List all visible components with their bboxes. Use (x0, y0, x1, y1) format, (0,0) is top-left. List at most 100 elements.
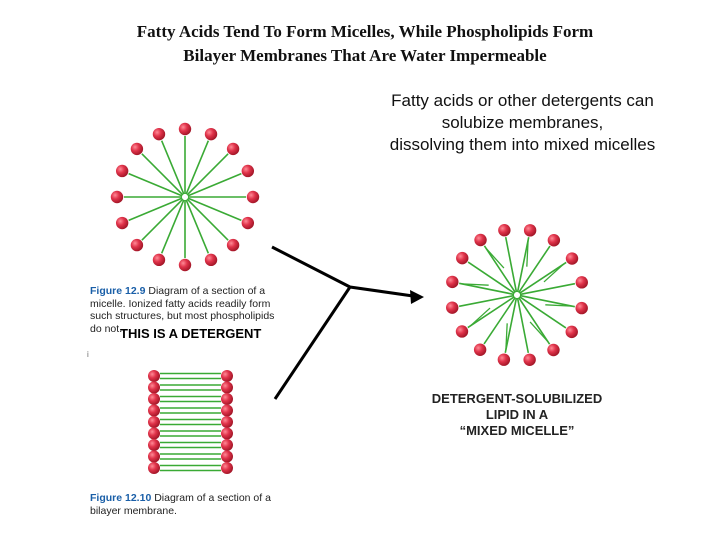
lipid-headgroup (497, 353, 511, 366)
fatty-acid-tail (516, 237, 530, 293)
fatty-acid-tail (469, 307, 491, 327)
lipid-headgroup (148, 393, 160, 405)
tiny-mark: i (87, 350, 89, 359)
lipid-headgroup (148, 381, 160, 394)
fatty-acid-tail (504, 236, 518, 293)
mixed-label-line-1: DETERGENT-SOLUBILIZED (431, 391, 603, 406)
fatty-acid-tail (529, 321, 549, 343)
lipid-headgroup (148, 439, 160, 451)
slide-title: Fatty Acids Tend To Form Micelles, While… (0, 20, 720, 68)
fig9-caption-line-2: micelle. Ionized fatty acids readily for… (90, 297, 271, 310)
lipid-headgroup (148, 370, 160, 382)
fatty-acid-tail (516, 297, 530, 354)
fatty-acid-tail (485, 247, 505, 269)
fatty-acid-tail (518, 245, 551, 293)
fatty-acid-tail (519, 282, 576, 296)
fatty-acid-tail (504, 297, 518, 353)
lipid-headgroup (148, 427, 160, 440)
fatty-acid-tail (128, 197, 183, 222)
lipid-headgroup (226, 142, 240, 156)
lipid-headgroup (130, 238, 144, 252)
fatty-acid-tail (543, 263, 565, 283)
mixed-label-line-3: “MIXED MICELLE” (459, 423, 575, 438)
lipid-headgroup (148, 416, 160, 428)
fatty-acid-tail (185, 140, 210, 195)
lipid-headgroup (115, 164, 129, 178)
lipid-headgroup (221, 370, 233, 382)
mixed-micelle-diagram (446, 224, 588, 366)
lipid-headgroup (226, 238, 240, 252)
lipid-headgroup (575, 301, 588, 315)
lipid-headgroup (152, 127, 166, 141)
lipid-headgroup (148, 450, 160, 463)
mixed-label-line-2: LIPID IN A (485, 407, 549, 422)
figure-12-10-caption: Figure 12.10 Diagram of a section of a b… (90, 492, 271, 517)
lipid-headgroup (221, 381, 233, 394)
fatty-acid-tail (141, 153, 184, 196)
title-line-1: Fatty Acids Tend To Form Micelles, While… (136, 22, 594, 41)
lipid-headgroup (152, 253, 166, 267)
mixed-micelle-label: DETERGENT-SOLUBILIZED LIPID IN A “MIXED … (400, 391, 634, 439)
lipid-headgroup (148, 404, 160, 417)
fatty-acid-tail (545, 304, 572, 307)
lipid-headgroup (498, 224, 511, 237)
detergent-label: THIS IS A DETERGENT (120, 326, 262, 341)
lipid-headgroup (246, 190, 260, 204)
description-line-2: solubize membranes, (441, 113, 604, 132)
fatty-acid-tail (517, 297, 551, 345)
lipid-headgroup (221, 404, 233, 417)
lipid-headgroup (204, 127, 218, 141)
lipid-headgroup (446, 275, 459, 289)
arrow-head (410, 290, 424, 304)
lipid-headgroup (221, 393, 233, 405)
fatty-acid-tail (186, 153, 229, 196)
figure-12-9-caption: Figure 12.9 Diagram of a section of a mi… (90, 285, 274, 335)
fatty-acid-tail (128, 172, 183, 197)
lipid-headgroup (130, 142, 144, 156)
figure-12-9-label: Figure 12.9 (90, 285, 146, 297)
fatty-acid-tail (462, 283, 489, 286)
lipid-headgroup (221, 462, 233, 474)
description-line-1: Fatty acids or other detergents can (391, 91, 654, 110)
fatty-acid-tail (519, 296, 567, 329)
arrow-lower-line (273, 286, 352, 400)
lipid-headgroup (473, 343, 487, 356)
lipid-headgroup (221, 427, 233, 440)
fig9-caption-line-3: such structures, but most phospholipids (90, 310, 275, 322)
fatty-acid-tail (519, 294, 575, 308)
lipid-headgroup (575, 276, 588, 289)
lipid-headgroup (221, 450, 233, 463)
lipid-headgroup (446, 301, 459, 314)
figure-12-10-label: Figure 12.10 (90, 492, 152, 504)
lipid-headgroup (110, 190, 124, 204)
fatty-acid-tail (160, 199, 185, 254)
fatty-acid-tail (519, 261, 567, 295)
description-line-3: dissolving them into mixed micelles (389, 135, 656, 154)
lipid-headgroup (455, 325, 469, 338)
lipid-headgroup (178, 122, 192, 136)
fatty-acid-tail (186, 198, 229, 241)
lipid-headgroup (565, 325, 578, 339)
fatty-acid-tail (459, 282, 515, 296)
lipid-headgroup (221, 439, 233, 451)
fig10-caption-line-2: bilayer membrane. (90, 504, 177, 517)
solubilize-description: Fatty acids or other detergents can solu… (350, 90, 695, 156)
fig10-caption-line-1: Diagram of a section of a (154, 492, 271, 504)
lipid-headgroup (148, 462, 160, 474)
fatty-acid-tail (483, 297, 516, 345)
fatty-acid-tail (505, 323, 508, 350)
fatty-acid-tail (187, 172, 242, 197)
lipid-headgroup (565, 252, 579, 265)
lipid-headgroup (523, 353, 536, 366)
fatty-acid-tail (187, 197, 242, 222)
fatty-acid-tail (467, 295, 515, 329)
lipid-headgroup (204, 253, 218, 267)
fatty-acid-tail (185, 199, 210, 254)
lipid-headgroup (547, 234, 561, 247)
lipid-headgroup (456, 251, 469, 265)
fatty-acid-tail (483, 245, 517, 293)
fatty-acid-tail (458, 294, 515, 308)
lipid-headgroup (547, 343, 560, 357)
arrow-upper-line (271, 245, 421, 299)
lipid-headgroup (241, 164, 255, 178)
